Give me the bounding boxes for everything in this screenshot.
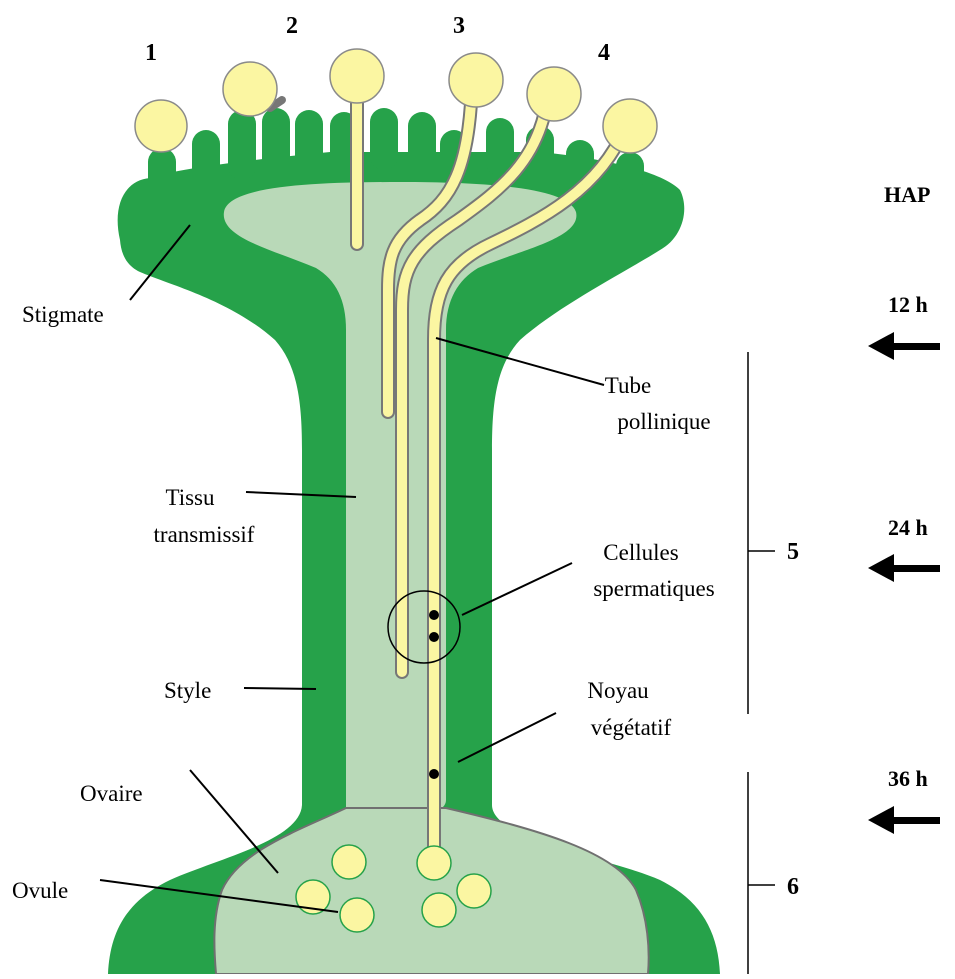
- timeline-header: HAP: [884, 182, 930, 207]
- pollen-grain-2a: [223, 62, 277, 116]
- pollen-grain-4a: [527, 67, 581, 121]
- stage-brackets: [748, 352, 775, 974]
- pollen-grain-1: [135, 100, 187, 152]
- time-arrows: [868, 332, 940, 834]
- label-tube-line1: Tube: [605, 373, 651, 398]
- label-tissu-line1: Tissu: [165, 485, 215, 510]
- pollen-grain-2b: [330, 49, 384, 103]
- pollen-grain-3: [449, 53, 503, 107]
- label-tissu-line2: transmissif: [154, 522, 255, 547]
- label-number-2: 2: [286, 13, 298, 39]
- timeline-24h: 24 h: [888, 515, 928, 540]
- sperm-cell: [429, 632, 439, 642]
- label-stigmate: Stigmate: [22, 302, 104, 327]
- label-noyau-line1: Noyau: [587, 678, 649, 703]
- label-cellules-line1: Cellules: [603, 540, 678, 565]
- timeline-36h: 36 h: [888, 766, 928, 791]
- label-number-1: 1: [145, 40, 157, 66]
- timeline-12h: 12 h: [888, 292, 928, 317]
- vegetative-nucleus: [429, 769, 439, 779]
- label-number-5: 5: [787, 539, 799, 565]
- label-number-4: 4: [598, 40, 610, 66]
- label-style: Style: [164, 678, 211, 703]
- label-cellules-line2: spermatiques: [593, 576, 714, 601]
- sperm-cell: [429, 610, 439, 620]
- pollen-grain-4b: [603, 99, 657, 153]
- label-ovaire: Ovaire: [80, 781, 143, 806]
- label-number-6: 6: [787, 874, 799, 900]
- label-ovule: Ovule: [12, 878, 68, 903]
- label-noyau-line2: végétatif: [591, 715, 672, 740]
- label-tube-line2: pollinique: [617, 409, 710, 434]
- label-number-3: 3: [453, 13, 465, 39]
